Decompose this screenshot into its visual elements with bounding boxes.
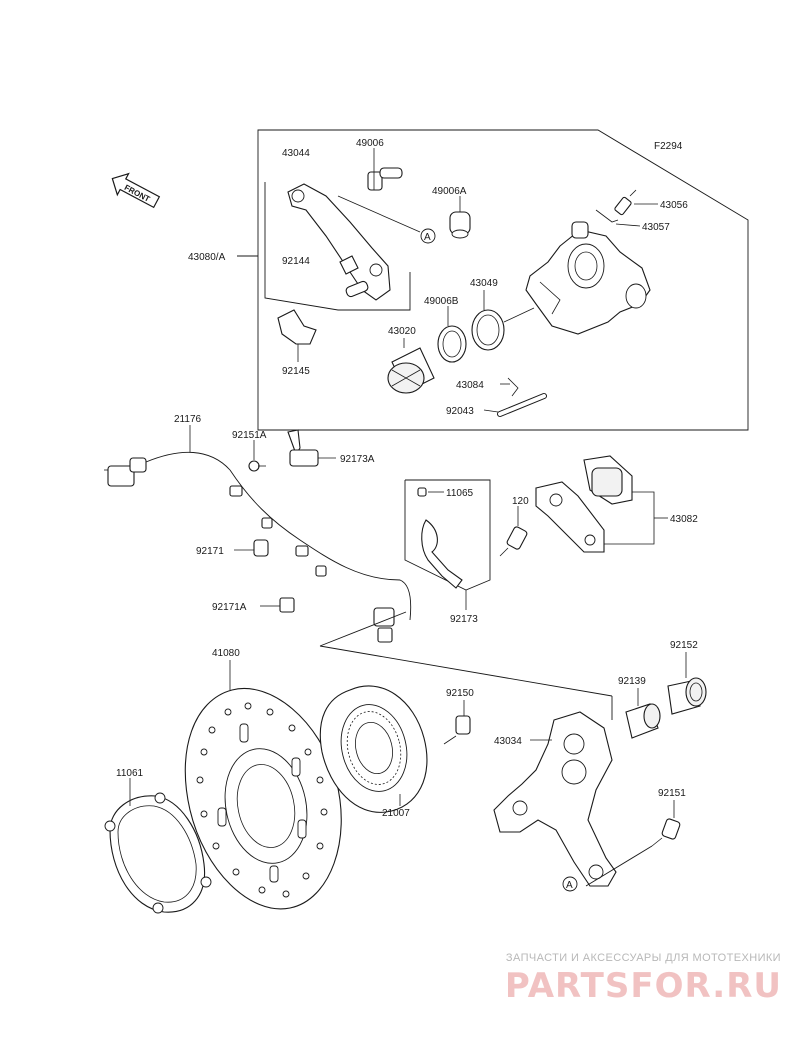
label-49006a: 49006A (432, 186, 467, 197)
bolt-92150 (443, 715, 471, 745)
label-92144: 92144 (282, 256, 310, 267)
label-43057: 43057 (642, 222, 670, 233)
label-43020: 43020 (388, 326, 416, 337)
label-21007: 21007 (382, 808, 410, 819)
guide-line-seals (503, 307, 535, 323)
caliper-assembly-frame (257, 129, 749, 431)
abs-sensor-21176 (104, 451, 412, 643)
label-43080a: 43080/A (188, 252, 226, 263)
label-92173: 92173 (450, 614, 478, 625)
sleeve-92152 (667, 677, 707, 715)
label-43049: 43049 (470, 278, 498, 289)
label-43084: 43084 (456, 380, 484, 391)
label-92145: 92145 (282, 366, 310, 377)
leader-43057 (615, 223, 641, 227)
front-arrow-icon: FRONT (111, 172, 161, 209)
boot-49006a (449, 211, 471, 239)
label-41080: 41080 (212, 648, 240, 659)
brake-pads-43082 (535, 455, 633, 553)
spring-92145 (277, 309, 317, 345)
label-21176: 21176 (174, 414, 202, 425)
guide-line-sensor (319, 611, 407, 647)
label-92151: 92151 (658, 788, 686, 799)
bolt-92151 (651, 818, 681, 847)
seal-49006b (437, 325, 467, 363)
leader-92043 (483, 409, 499, 413)
grommet-92171a (272, 597, 295, 613)
guide-line-a (337, 195, 421, 233)
label-43044: 43044 (282, 148, 310, 159)
gasket-11061 (104, 792, 212, 914)
bolt-92151a (248, 460, 266, 472)
label-120: 120 (512, 496, 529, 507)
bracket-92173 (417, 487, 463, 589)
label-92173a: 92173A (340, 454, 375, 465)
label-49006: 49006 (356, 138, 384, 149)
clip-92144 (339, 255, 359, 275)
label-11061: 11061 (116, 768, 144, 779)
label-92171a: 92171A (212, 602, 247, 613)
pin-boot-49006 (367, 158, 403, 191)
clamp-92173a (287, 429, 319, 467)
collar-92139 (625, 703, 661, 739)
figure-code: F2294 (654, 141, 683, 152)
label-92151a: 92151A (232, 430, 267, 441)
clip-43057 (595, 209, 619, 223)
bolt-120 (499, 526, 528, 557)
bleeder-valve-43056 (614, 189, 637, 216)
label-92150: 92150 (446, 688, 474, 699)
label-49006b: 49006B (424, 296, 459, 307)
pin-92043 (497, 393, 547, 417)
ref-marker-a-top (420, 228, 436, 244)
label-92043: 92043 (446, 406, 474, 417)
disc-holes (196, 702, 328, 898)
clamp-92171 (253, 539, 269, 557)
guide-line-hub (319, 645, 613, 697)
sensor-rotor-21007 (319, 685, 428, 813)
site-watermark: ЗАПЧАСТИ И АКСЕССУАРЫ ДЛЯ МОТОТЕХНИКИ PA… (505, 952, 782, 1006)
caliper-bracket-43044 (287, 183, 391, 301)
ref-marker-a-bottom-label: A (566, 880, 573, 891)
ref-marker-a-bottom (562, 876, 578, 892)
bracket-92173-frame (404, 479, 491, 591)
label-11065: 11065 (446, 488, 474, 499)
ref-marker-a-top-label: A (424, 232, 431, 243)
label-92152: 92152 (670, 640, 698, 651)
label-43082: 43082 (670, 514, 698, 525)
label-92171: 92171 (196, 546, 224, 557)
guide-line-bolt (585, 845, 653, 887)
label-43034: 43034 (494, 736, 522, 747)
brake-disc-41080 (184, 688, 342, 910)
watermark-tagline: ЗАПЧАСТИ И АКСЕССУАРЫ ДЛЯ МОТОТЕХНИКИ (505, 952, 781, 964)
bolt-11065 (417, 487, 427, 497)
bracket-subframe (264, 182, 411, 311)
piston-43020 (387, 347, 435, 394)
label-92139: 92139 (618, 676, 646, 687)
caliper-holder-43034 (493, 711, 617, 887)
label-43056: 43056 (660, 200, 688, 211)
caliper-body (525, 221, 651, 335)
clip-43084 (507, 377, 519, 397)
watermark-brand: PARTSFOR.RU (504, 966, 782, 1006)
